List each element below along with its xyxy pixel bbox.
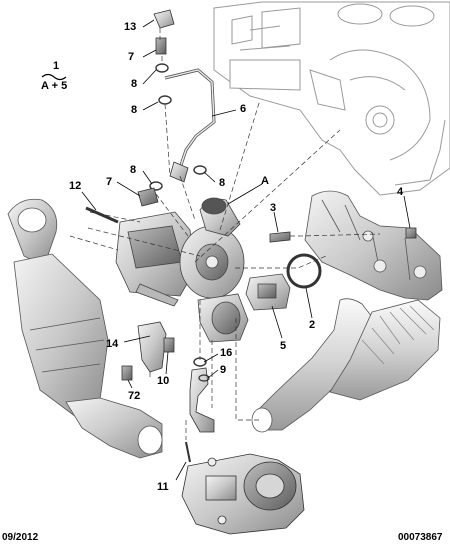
- assembly-guide-lines: [69, 28, 381, 440]
- exhaust-manifold: [304, 190, 443, 301]
- callout-13: 13: [124, 21, 137, 33]
- callout-8-middle: 8: [130, 164, 137, 176]
- callout-7-lower: 7: [106, 176, 113, 188]
- callout-8-lower: 8: [219, 177, 226, 189]
- actuator: [245, 273, 291, 311]
- callout-10: 10: [157, 375, 170, 387]
- callout-16: 16: [220, 347, 233, 359]
- callout-11: 11: [157, 481, 169, 493]
- legend-number: 1: [53, 60, 60, 72]
- callout-4: 4: [397, 186, 404, 198]
- legend-formula: A + 5: [41, 80, 68, 92]
- callout-leaders: [81, 19, 411, 481]
- catalytic-converter: [7, 198, 163, 459]
- callout-72: 72: [128, 390, 141, 402]
- callout-2: 2: [309, 319, 316, 331]
- callout-9: 9: [220, 364, 227, 376]
- turbocharger: [115, 197, 249, 343]
- oil-return-pipe: [189, 357, 215, 433]
- oil-filter-housing: [181, 441, 305, 535]
- callout-A: A: [261, 175, 269, 187]
- intake-hose: [251, 298, 441, 433]
- callout-7-upper: 7: [128, 51, 135, 63]
- callout-5: 5: [280, 340, 287, 352]
- engine-block: [213, 1, 450, 196]
- callout-8-upper-a: 8: [131, 78, 138, 90]
- legend-tilde-mark: [41, 73, 67, 81]
- bracket-assembly: [121, 321, 175, 381]
- oil-feed-pipe-highlight: [164, 69, 215, 169]
- callout-6: 6: [240, 103, 247, 115]
- callout-14: 14: [106, 338, 119, 350]
- oil-feed-pipe: [164, 68, 216, 169]
- fittings: [85, 9, 417, 243]
- callout-3: 3: [270, 202, 277, 214]
- diagram-reference-number: 00073867: [398, 532, 443, 543]
- diagram-date: 09/2012: [2, 532, 39, 543]
- callout-8-upper-b: 8: [131, 104, 138, 116]
- callout-12: 12: [69, 180, 82, 192]
- gasket-ring: [286, 253, 322, 289]
